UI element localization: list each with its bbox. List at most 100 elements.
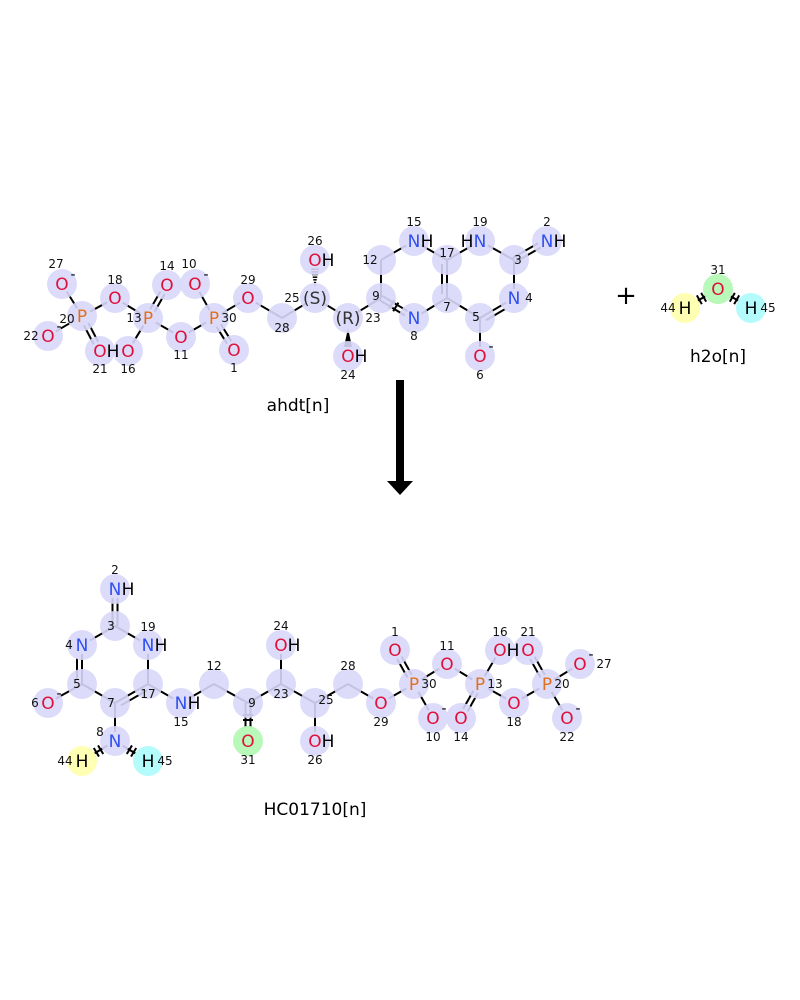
atom-highlight (199, 669, 229, 699)
atom-symbol: O (55, 275, 68, 295)
atom-highlight (300, 245, 330, 275)
atom-highlight (300, 688, 330, 718)
atom-index: 18 (107, 273, 122, 287)
atom-index: 20 (554, 677, 569, 691)
atom-charge: - (488, 339, 493, 355)
atom-highlight (233, 283, 263, 313)
atom-hydrogen: H (421, 232, 434, 252)
atom-index: 9 (248, 696, 256, 710)
atom-index: 12 (206, 659, 221, 673)
atom-highlight (85, 336, 115, 366)
atom-highlight (199, 303, 229, 333)
atom-symbol: N (541, 232, 554, 252)
atom-index: 7 (107, 696, 115, 710)
atom-index: 8 (410, 329, 418, 343)
atom-symbol: O (160, 276, 173, 296)
atom-index: 44 (57, 754, 72, 768)
atom-index: 23 (365, 311, 380, 325)
atom-index: 14 (453, 730, 468, 744)
atom-index: 24 (340, 368, 355, 382)
plus-sign: + (615, 281, 637, 311)
atom-highlight (180, 269, 210, 299)
atom-highlight (100, 574, 130, 604)
atom-charge: - (203, 267, 208, 283)
atom-symbol: N (109, 580, 122, 600)
atom-highlight (47, 269, 77, 299)
atom-index: 8 (96, 725, 104, 739)
atom-index: 2 (111, 563, 119, 577)
atom-symbol: P (143, 309, 153, 329)
atom-symbol: O (521, 641, 534, 661)
atom-highlight (465, 226, 495, 256)
atom-symbol: O (174, 328, 187, 348)
atom-symbol: O (341, 347, 354, 367)
molecule-name-hc01710: HC01710[n] (264, 800, 367, 820)
atom-highlight (552, 703, 582, 733)
bond-hc01710-8-45-mark (125, 744, 133, 755)
atom-index: 16 (120, 362, 135, 376)
atom-highlight (703, 274, 733, 304)
atom-index: 19 (472, 215, 487, 229)
bond-h2o-44-31-mark (700, 292, 708, 303)
atom-symbol: N (109, 732, 122, 752)
atom-symbol: H (745, 299, 758, 319)
atom-index: 13 (126, 311, 141, 325)
atom-highlight (499, 688, 529, 718)
atom-hydrogen: H (122, 580, 135, 600)
atom-index: 19 (140, 620, 155, 634)
atom-index: 28 (274, 321, 289, 335)
atom-symbol: H (76, 752, 89, 772)
atom-index: 4 (525, 291, 533, 305)
atom-index: 3 (514, 253, 522, 267)
atom-highlight (67, 669, 97, 699)
atom-index: 6 (31, 696, 39, 710)
atom-symbol: O (108, 289, 121, 309)
atom-index: 23 (273, 687, 288, 701)
molecule-name-ahdt: ahdt[n] (267, 396, 330, 416)
atom-charge: - (575, 701, 580, 717)
atom-index: 22 (23, 329, 38, 343)
atom-highlight (366, 283, 396, 313)
atom-index: 30 (221, 311, 236, 325)
atom-index: 17 (140, 687, 155, 701)
atom-highlight (133, 303, 163, 333)
atom-index: 1 (391, 625, 399, 639)
atom-symbol: O (374, 694, 387, 714)
atom-highlight (166, 688, 196, 718)
atom-index: 45 (760, 301, 775, 315)
atom-index: 15 (173, 715, 188, 729)
atom-index: 6 (476, 368, 484, 382)
atom-highlight (366, 688, 396, 718)
atom-highlight (465, 669, 495, 699)
atom-hydrogen: H (288, 636, 301, 656)
atom-index: 29 (240, 273, 255, 287)
atom-highlight (736, 293, 766, 323)
atom-symbol: O (121, 342, 134, 362)
atom-charge: - (56, 319, 61, 335)
atom-highlight (465, 303, 495, 333)
bond-ahdt-9-8-mark (392, 302, 400, 312)
atom-index: 16 (492, 625, 507, 639)
atom-highlight (532, 226, 562, 256)
atom-index: 21 (520, 625, 535, 639)
atom-symbol: O (274, 636, 287, 656)
atom-symbol: P (475, 675, 485, 695)
atom-highlight (432, 283, 462, 313)
molecule-name-h2o: h2o[n] (690, 347, 746, 367)
atom-index: 25 (318, 693, 333, 707)
atom-highlight (266, 669, 296, 699)
atom-index: 9 (372, 289, 380, 303)
atom-symbol: O (93, 342, 106, 362)
atom-symbol: O (188, 275, 201, 295)
atom-highlight (133, 746, 163, 776)
atom-highlight (67, 301, 97, 331)
atom-symbol: O (308, 732, 321, 752)
atom-symbol: (R) (335, 309, 360, 329)
arrow-down-icon (387, 380, 413, 495)
atom-highlight (446, 703, 476, 733)
atom-highlight (267, 303, 297, 333)
atom-index: 10 (181, 257, 196, 271)
atom-symbol: O (41, 694, 54, 714)
atom-symbol: N (76, 636, 89, 656)
